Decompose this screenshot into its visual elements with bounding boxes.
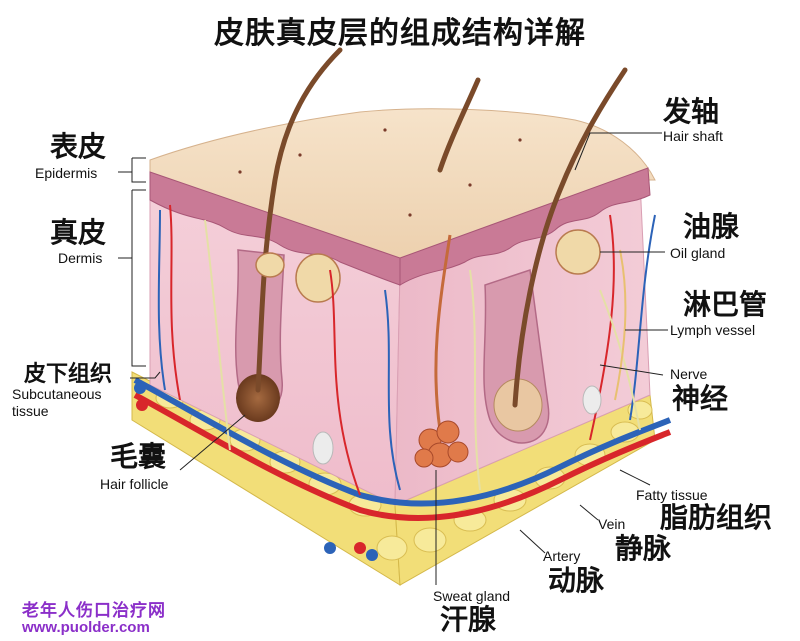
epidermis-label-en: Epidermis xyxy=(35,165,98,181)
hair-follicle-label-en: Hair follicle xyxy=(100,476,169,492)
subcutaneous-label-zh: 皮下组织 xyxy=(24,362,113,387)
artery-main xyxy=(133,392,672,522)
sweat-gland-coil xyxy=(414,420,469,468)
vein-label-zh: 静脉 xyxy=(615,532,672,565)
hair-shaft-3 xyxy=(512,67,628,408)
dermis-label-en: Dermis xyxy=(58,250,103,266)
lymph-vessel xyxy=(614,249,627,401)
hair-bulb-left xyxy=(236,374,280,422)
lymph-vessel-label-en: Lymph vessel xyxy=(670,322,756,338)
sweat-gland-label-en: Sweat gland xyxy=(433,588,511,604)
dermis-label-zh: 真皮 xyxy=(50,216,107,249)
subcutaneous-label-en-2: tissue xyxy=(12,403,49,419)
artery-label-zh: 动脉 xyxy=(548,564,605,597)
nerve-label-en: Nerve xyxy=(670,366,708,382)
oil-gland-right xyxy=(555,229,601,275)
hair-shaft-2 xyxy=(437,77,481,173)
artery-label-en: Artery xyxy=(543,548,581,564)
nerve-fibers xyxy=(204,219,641,491)
vessel-cut-ends xyxy=(134,382,378,561)
leader-lines xyxy=(118,132,668,585)
hair-follicle-label-zh: 毛囊 xyxy=(110,440,167,473)
epidermis-band-front xyxy=(149,171,401,286)
subcutaneous-label-en-1: Subcutaneous xyxy=(12,386,102,402)
watermark-url: www.puolder.com xyxy=(22,619,150,636)
hair-shaft-1 xyxy=(255,47,343,393)
lymph-vessel-label-zh: 淋巴管 xyxy=(683,288,768,321)
sweat-duct xyxy=(434,234,452,431)
oil-gland-label-en: Oil gland xyxy=(670,245,726,261)
fatty-tissue-label-zh: 脂肪组织 xyxy=(660,501,773,534)
fatty-tissue-label-en: Fatty tissue xyxy=(636,487,708,503)
sweat-gland-label-zh: 汗腺 xyxy=(440,603,497,636)
hair-shaft-label-zh: 发轴 xyxy=(663,95,720,128)
page-title: 皮肤真皮层的组成结构详解 xyxy=(214,16,586,51)
oil-gland-label-zh: 油腺 xyxy=(683,210,740,243)
vein-label-en: Vein xyxy=(598,516,626,532)
nerve-label-zh: 神经 xyxy=(672,382,729,415)
pacinian-corpuscles xyxy=(312,385,602,465)
hair-shaft-label-en: Hair shaft xyxy=(663,128,723,144)
watermark-site-name: 老年人伤口治疗网 xyxy=(22,601,166,621)
surface-pores xyxy=(238,128,522,217)
oil-gland-left xyxy=(255,252,341,303)
epidermis-band-side xyxy=(399,167,651,286)
epidermis-label-zh: 表皮 xyxy=(50,130,107,163)
